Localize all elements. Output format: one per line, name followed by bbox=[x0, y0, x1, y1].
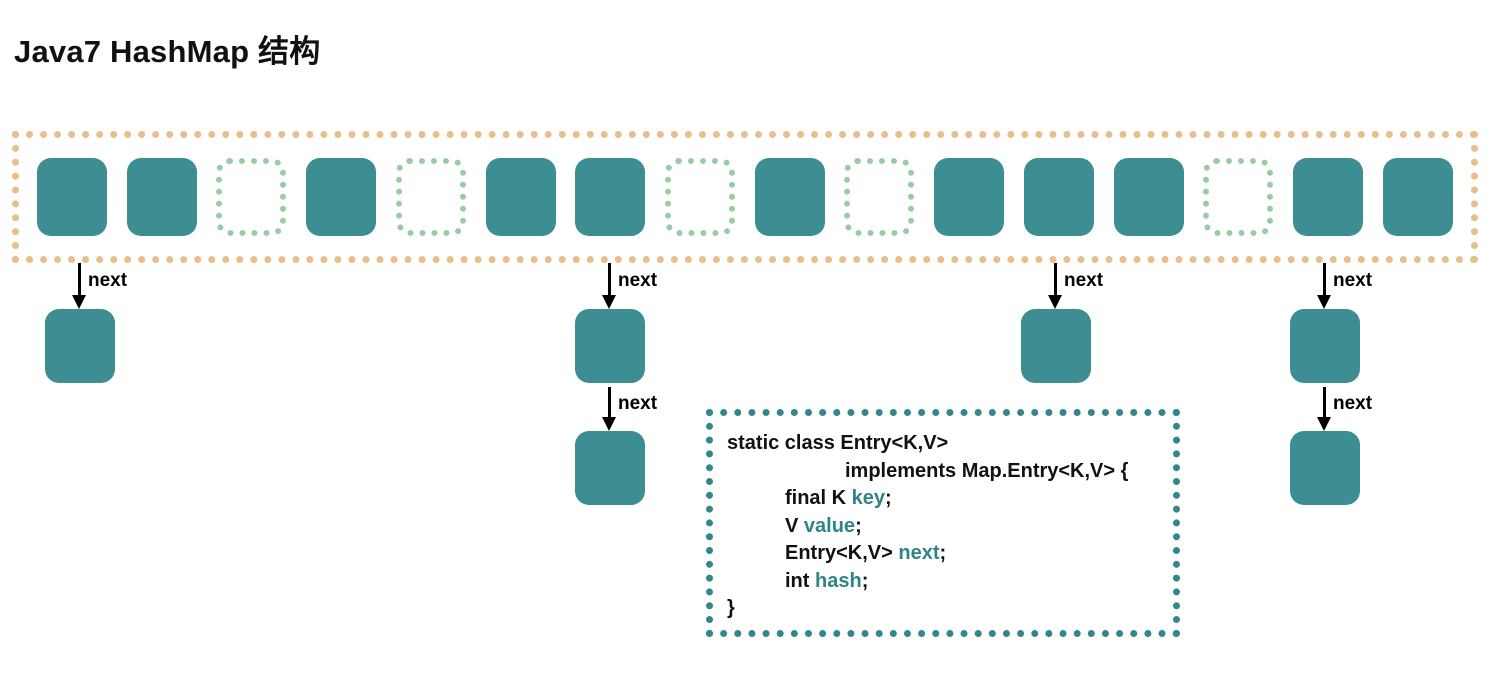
next-label: next bbox=[1333, 270, 1373, 291]
code-line: } bbox=[727, 595, 1163, 623]
entry-node bbox=[45, 309, 115, 383]
entry-class-code-box: static class Entry<K,V> implements Map.En… bbox=[706, 409, 1180, 637]
next-label: next bbox=[88, 270, 128, 291]
entry-chain: next bbox=[40, 263, 127, 383]
code-identifier: key bbox=[851, 487, 886, 509]
code-text: ; bbox=[885, 487, 892, 509]
arrow-stem bbox=[608, 387, 611, 421]
bucket-slot-filled bbox=[37, 158, 107, 236]
next-pointer-arrow: next bbox=[570, 263, 657, 309]
next-label: next bbox=[618, 270, 658, 291]
bucket-slot-empty bbox=[1203, 158, 1274, 236]
arrow-head-icon bbox=[1317, 295, 1331, 309]
next-pointer-arrow: next bbox=[1016, 263, 1103, 309]
arrow-stem bbox=[78, 263, 81, 299]
next-label: next bbox=[618, 393, 658, 414]
code-text: static class Entry<K,V> bbox=[727, 432, 949, 454]
code-text: implements Map.Entry<K,V> { bbox=[845, 459, 1129, 482]
code-identifier: value bbox=[803, 514, 856, 537]
bucket-slot-filled bbox=[754, 158, 825, 236]
code-text: V bbox=[785, 514, 804, 537]
arrow-head-icon bbox=[1317, 417, 1331, 431]
next-label: next bbox=[1064, 270, 1104, 291]
next-pointer-arrow: next bbox=[40, 263, 127, 309]
next-pointer-arrow: next bbox=[1285, 383, 1372, 431]
bucket-slot-filled bbox=[126, 158, 197, 236]
code-line: int hash; bbox=[727, 568, 1163, 596]
next-pointer-arrow: next bbox=[570, 383, 657, 431]
code-text: ; bbox=[855, 514, 862, 537]
arrow-stem bbox=[1323, 387, 1326, 421]
bucket-slot-filled bbox=[485, 158, 556, 236]
arrow-head-icon bbox=[602, 417, 616, 431]
arrow-head-icon bbox=[1048, 295, 1062, 309]
bucket-slot-filled bbox=[575, 158, 646, 236]
bucket-slot-filled bbox=[934, 158, 1005, 236]
bucket-slot-filled bbox=[1293, 158, 1364, 236]
bucket-slot-empty bbox=[844, 158, 915, 236]
code-text: ; bbox=[861, 569, 869, 592]
code-line: static class Entry<K,V> bbox=[727, 430, 1163, 458]
code-text: ; bbox=[939, 542, 947, 564]
bucket-slot-empty bbox=[395, 158, 466, 236]
code-text: int bbox=[785, 569, 815, 592]
arrow-stem bbox=[1323, 263, 1326, 299]
next-label: next bbox=[1333, 393, 1373, 414]
code-text: } bbox=[727, 597, 735, 619]
code-text: final K bbox=[785, 487, 852, 509]
bucket-slot-filled bbox=[306, 158, 377, 236]
next-pointer-arrow: next bbox=[1285, 263, 1372, 309]
bucket-slot-empty bbox=[216, 158, 287, 236]
arrow-stem bbox=[1054, 263, 1057, 299]
arrow-head-icon bbox=[72, 295, 86, 309]
bucket-slot-empty bbox=[665, 158, 736, 236]
entry-chain: next bbox=[1016, 263, 1103, 383]
code-line: implements Map.Entry<K,V> { bbox=[727, 458, 1163, 486]
bucket-slot-filled bbox=[1113, 158, 1184, 236]
entry-chain: next next bbox=[570, 263, 657, 505]
entry-node bbox=[1290, 431, 1360, 505]
code-identifier: hash bbox=[815, 569, 862, 592]
hash-bucket-array bbox=[12, 131, 1478, 263]
page-title: Java7 HashMap 结构 bbox=[14, 34, 321, 69]
code-line: Entry<K,V> next; bbox=[727, 540, 1163, 568]
code-line: V value; bbox=[727, 513, 1163, 541]
bucket-slot-filled bbox=[1023, 158, 1094, 236]
entry-node bbox=[575, 309, 645, 383]
bucket-slot-filled bbox=[1382, 158, 1453, 236]
entry-node bbox=[1021, 309, 1091, 383]
code-text: Entry<K,V> bbox=[785, 542, 899, 564]
code-line: final K key; bbox=[727, 485, 1163, 513]
entry-node bbox=[1290, 309, 1360, 383]
arrow-stem bbox=[608, 263, 611, 299]
entry-chain: next next bbox=[1285, 263, 1372, 505]
arrow-head-icon bbox=[602, 295, 616, 309]
entry-node bbox=[575, 431, 645, 505]
code-identifier: next bbox=[898, 542, 940, 564]
